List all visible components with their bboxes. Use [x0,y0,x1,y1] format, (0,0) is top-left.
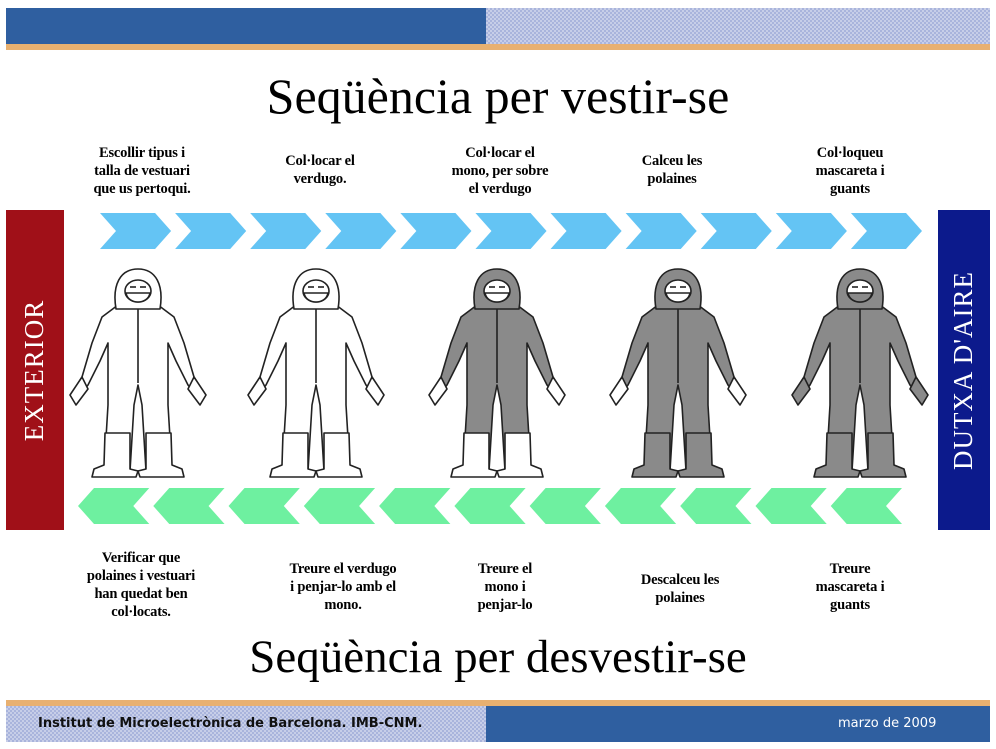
dress-arrow-chevron [550,213,622,249]
undress-arrow-row [78,488,902,524]
dress-step-3: Col·locar el mono, per sobre el verdugo [451,145,549,197]
undress-arrow-chevron [830,488,902,524]
left-glove [791,376,811,406]
right-boot [677,432,725,478]
header-bar-right [486,8,990,44]
right-boot [137,432,185,478]
undress-arrow-chevron [78,488,150,524]
undress-arrow-chevron [680,488,752,524]
dress-arrow-chevron [175,213,247,249]
right-glove [546,376,566,406]
undress-sequence-title: Seqüència per desvestir-se [249,631,747,683]
footer-bar-right [486,706,990,742]
left-glove [609,376,629,406]
undress-arrow-chevron [379,488,451,524]
face-mask [125,292,151,303]
face-mask [303,292,329,303]
air-shower-panel: DUTXA D'AIRE [938,210,990,530]
dress-step-1: Escollir tipus i talla de vestuari que u… [93,145,191,197]
dress-arrow-chevron [475,213,547,249]
dress-arrow-chevron [625,213,697,249]
dress-arrow-chevron [325,213,397,249]
cleanroom-suit-figure [428,268,566,478]
left-glove [428,376,448,406]
undress-step-5: Treure mascareta i guants [815,561,885,613]
dress-arrow-chevron [100,213,172,249]
dress-step-2: Col·locar el verdugo. [285,153,355,187]
right-boot [859,432,907,478]
left-glove [69,376,89,406]
left-glove [247,376,267,406]
right-boot [315,432,363,478]
undress-arrow-chevron [529,488,601,524]
cleanroom-suit-figure [791,268,929,478]
face-mask [484,292,510,303]
header-bar-left [6,8,486,44]
left-boot [91,432,139,478]
cleanroom-suit-figure [69,268,207,478]
undress-step-2: Treure el verdugo i penjar-lo amb el mon… [289,561,397,613]
undress-arrow-chevron [454,488,526,524]
undress-step-3: Treure el mono i penjar-lo [477,561,533,613]
left-boot [813,432,861,478]
undress-arrow-chevron [303,488,376,524]
footer-accent-line [6,700,990,706]
dress-sequence-title: Seqüència per vestir-se [266,68,730,124]
right-glove [909,376,929,406]
cleanroom-suit-figure [609,268,747,478]
dress-arrow-chevron [775,213,847,249]
dress-arrow-chevron [700,213,772,249]
dress-arrow-chevron [250,213,322,249]
dress-arrow-chevron [850,213,922,249]
left-boot [631,432,679,478]
dress-step-5: Col·loqueu mascareta i guants [815,145,885,197]
right-glove [727,376,747,406]
dress-arrow-chevron [400,213,472,249]
cleanroom-suit-figure [247,268,385,478]
left-boot [450,432,498,478]
undress-arrow-chevron [153,488,225,524]
undress-arrow-chevron [604,488,677,524]
undress-step-1: Verificar que polaines i vestuari han qu… [86,550,196,620]
left-boot [269,432,317,478]
header-accent-line [6,44,990,50]
exterior-panel: EXTERIOR [6,210,64,530]
undress-arrow-chevron [228,488,300,524]
right-glove [187,376,207,406]
footer-bar-left [6,706,486,742]
footer-date: marzo de 2009 [838,716,937,731]
undress-step-4: Descalceu les polaines [640,572,720,606]
right-glove [365,376,385,406]
right-boot [496,432,544,478]
face-mask [847,292,873,303]
footer-institution: Institut de Microelectrònica de Barcelon… [38,716,423,731]
dress-arrow-row [100,213,922,249]
face-mask [665,292,691,303]
dress-step-4: Calceu les polaines [641,153,703,187]
undress-arrow-chevron [755,488,827,524]
